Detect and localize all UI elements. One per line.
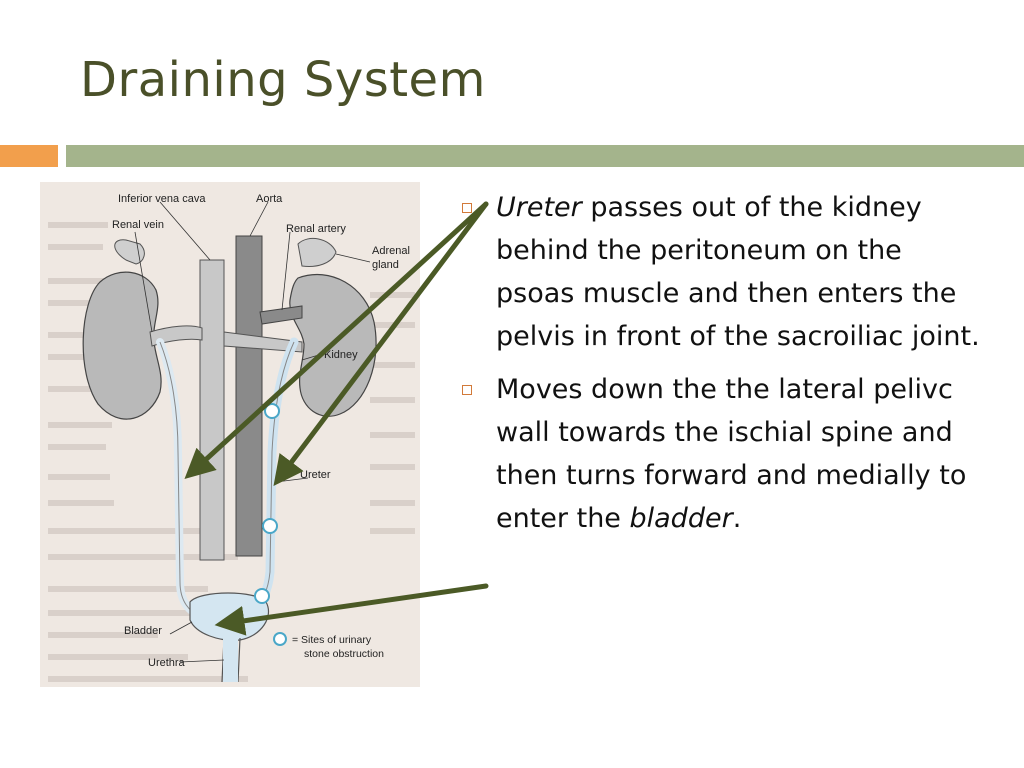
left-ureter-outline [159,341,201,617]
left-kidney [82,271,162,420]
label-gland: gland [372,259,399,271]
label-stone-sites-line1: = Sites of urinary [292,634,372,646]
bullet-item: Moves down the the lateral pelivc wall t… [460,368,980,540]
label-stone-sites-line2: stone obstruction [304,648,384,660]
label-renal-vein: Renal vein [112,219,164,231]
bullet-item: Ureter passes out of the kidney behind t… [460,186,980,358]
stone-site-marker [264,403,280,419]
label-ureter: Ureter [300,469,331,481]
page-title: Draining System [80,52,486,108]
accent-bar-green [66,145,1024,167]
accent-bar-orange [0,145,58,167]
urethra-fill [223,638,238,682]
bullet-text: passes out of the kidney behind the peri… [496,192,980,352]
label-urethra: Urethra [148,657,186,669]
label-inferior-vena-cava: Inferior vena cava [118,193,206,205]
label-renal-artery: Renal artery [286,223,346,235]
bullet-text: Moves down the the lateral pelivc wall t… [496,374,967,534]
bullet-marker-icon [462,385,472,395]
bullet-list: Ureter passes out of the kidney behind t… [460,186,980,550]
label-bladder: Bladder [124,625,162,637]
stone-site-marker [254,588,270,604]
legend-stone-marker [273,632,287,646]
bullet-marker-icon [462,203,472,213]
diagram-illustration: Inferior vena cava Aorta Renal vein Rena… [40,182,420,687]
label-aorta: Aorta [256,193,283,205]
inferior-vena-cava [199,259,225,561]
aorta [235,235,263,557]
bullet-text-end: . [732,503,742,534]
bullet-emphasis: Ureter [496,192,582,223]
stone-site-marker [262,518,278,534]
label-kidney: Kidney [324,349,358,361]
bullet-emphasis: bladder [629,503,733,534]
urinary-system-diagram: Inferior vena cava Aorta Renal vein Rena… [40,182,420,687]
label-adrenal: Adrenal [372,245,410,257]
